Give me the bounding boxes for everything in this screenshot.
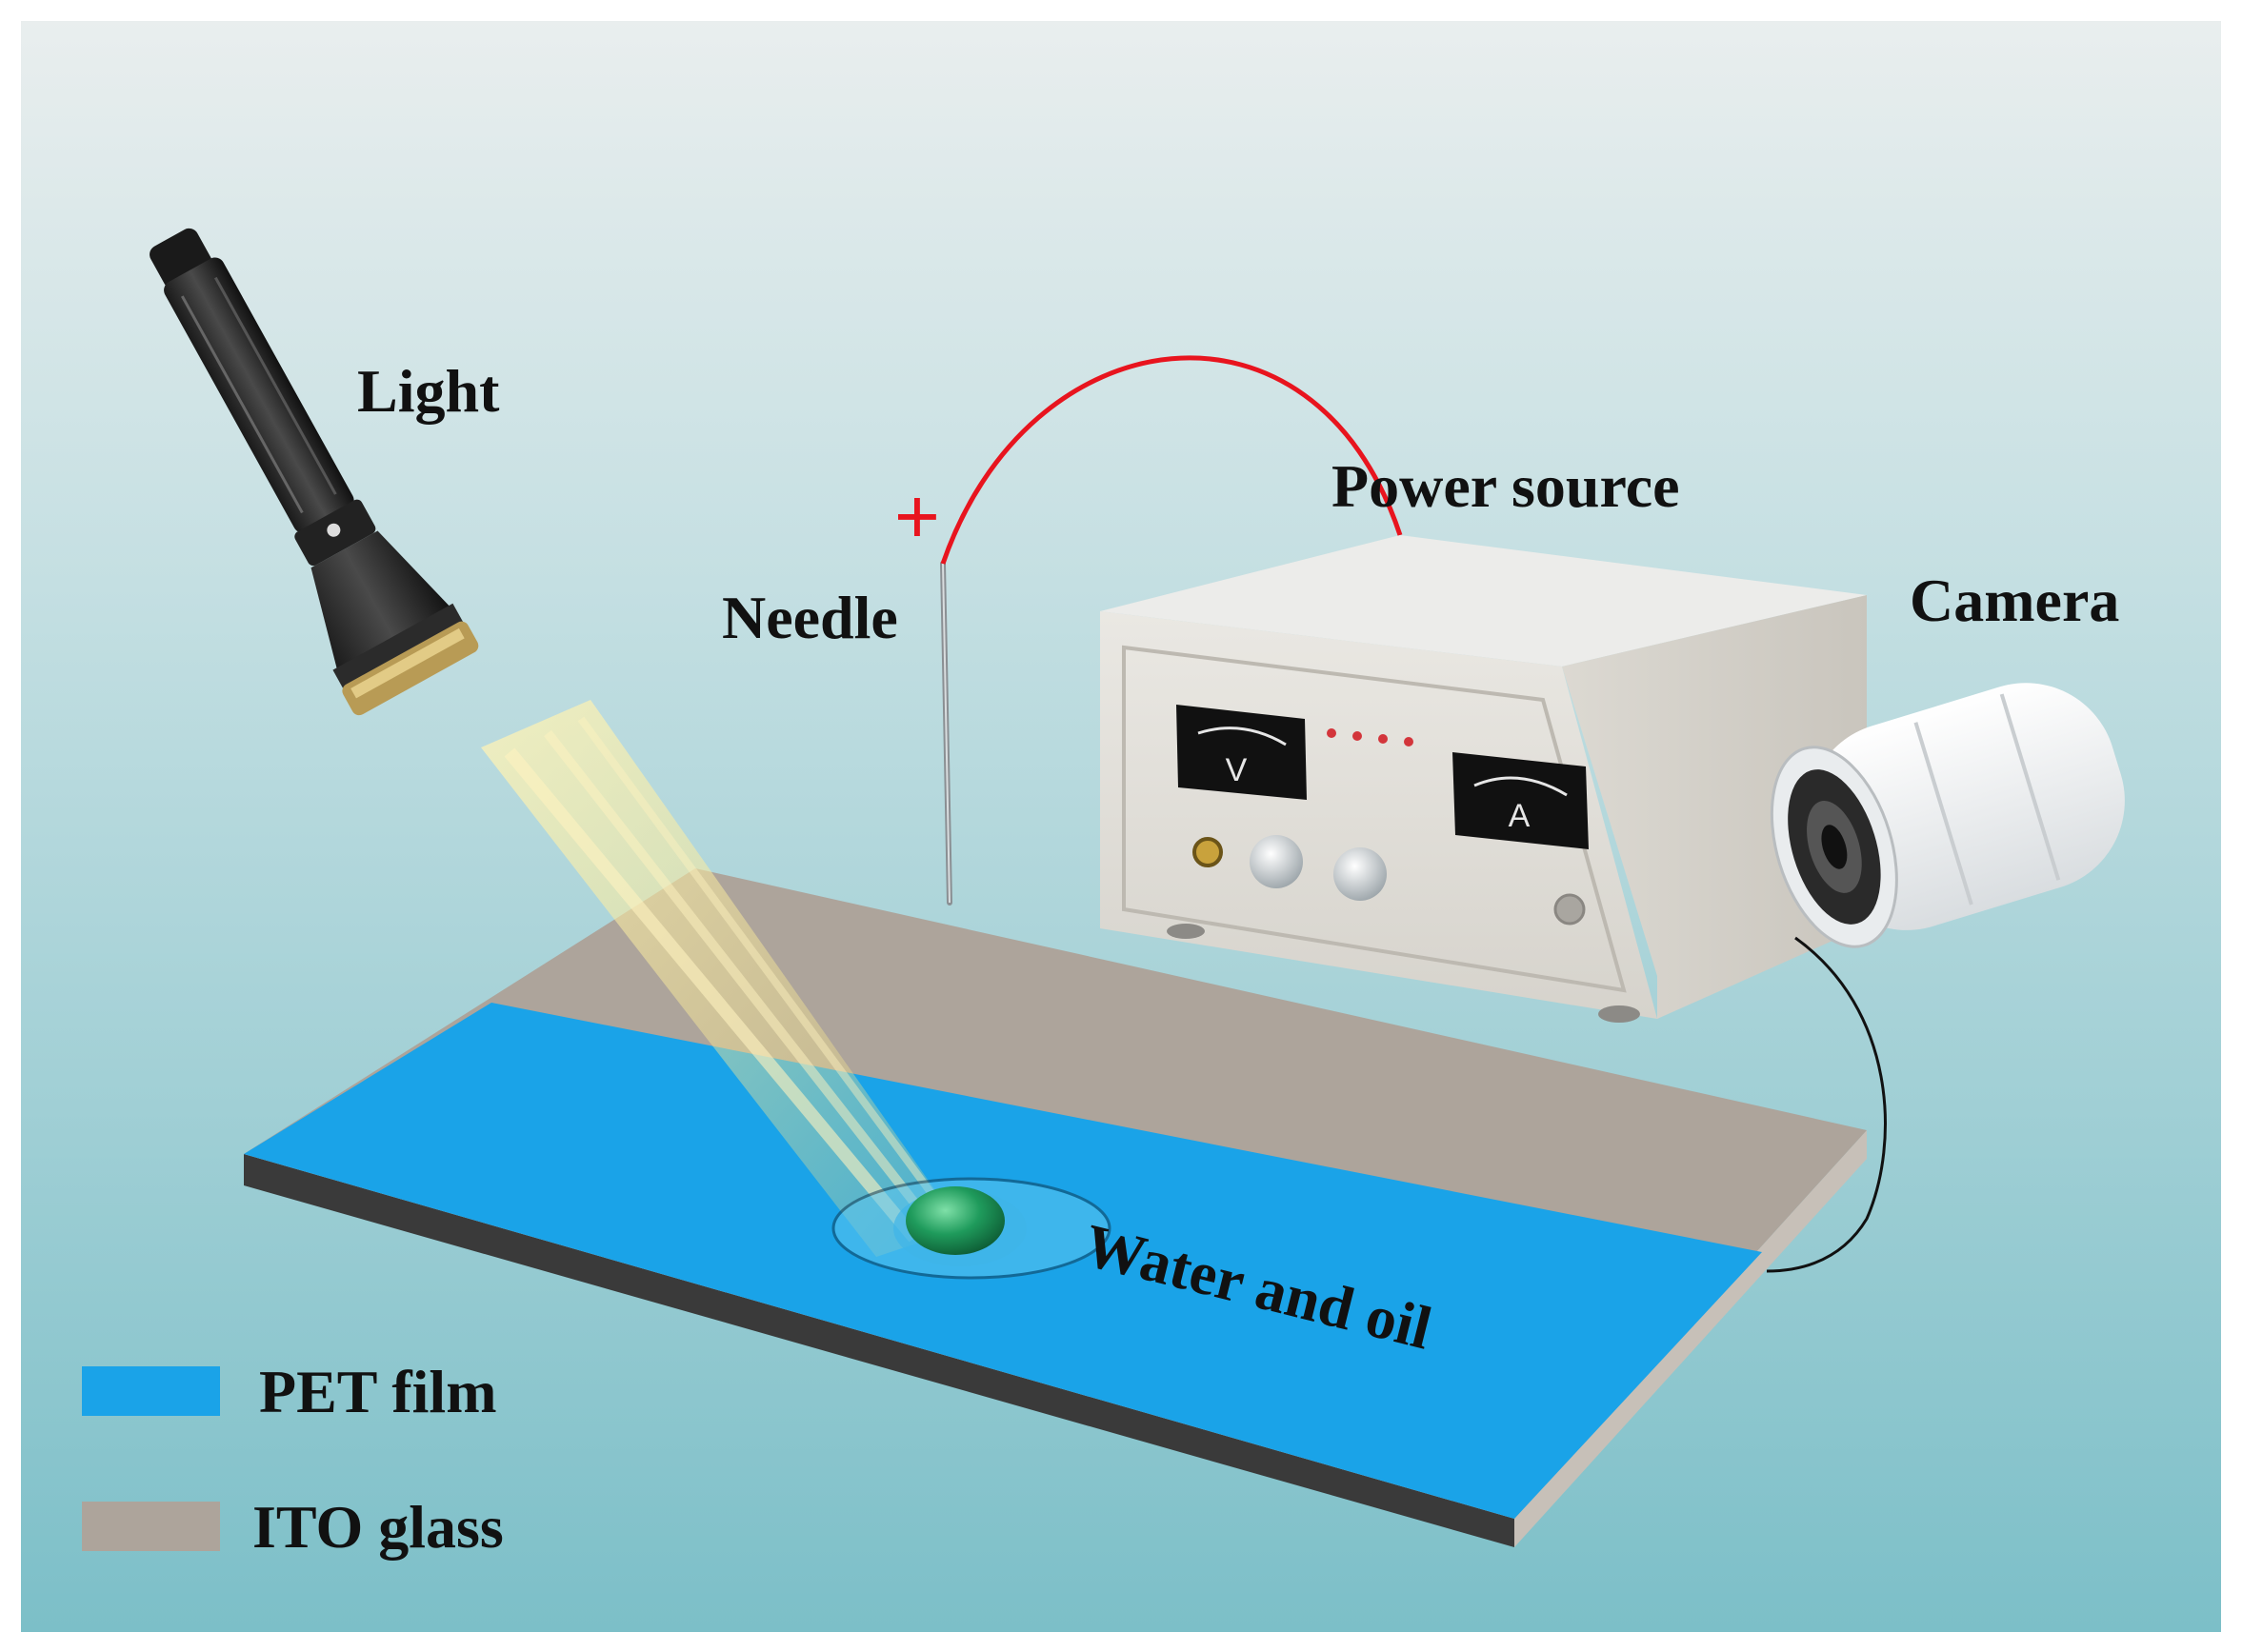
camera-cable	[1766, 936, 1887, 1273]
substrate-right-edge	[1514, 1130, 1867, 1547]
legend-label-pet-film: PET film	[259, 1358, 497, 1425]
green-droplet	[906, 1186, 1005, 1255]
red-wire	[940, 355, 1403, 565]
voltage-knob	[1250, 835, 1303, 888]
water-oil-droplet	[831, 1177, 1111, 1280]
power-button	[1553, 893, 1586, 926]
voltmeter-symbol: V	[1226, 752, 1248, 788]
legend-swatch-pet-film	[82, 1366, 220, 1416]
light-beam	[481, 700, 962, 1257]
current-knob	[1333, 847, 1387, 901]
box-right-side	[1562, 595, 1867, 1019]
label-needle: Needle	[722, 584, 898, 651]
output-jack	[1192, 837, 1223, 867]
label-camera: Camera	[1910, 567, 2119, 634]
voltmeter: V	[1176, 705, 1307, 800]
label-light: Light	[357, 357, 500, 425]
legend-item-ito-glass: ITO glass	[82, 1493, 504, 1561]
camera	[1766, 683, 2125, 1273]
power-source-box: V A	[1100, 535, 1867, 1023]
legend-label-ito-glass: ITO glass	[252, 1493, 504, 1561]
plus-sign: +	[894, 473, 940, 560]
substrate-front-edge	[244, 1154, 1514, 1547]
box-top	[1100, 535, 1867, 667]
legend: PET film ITO glass	[82, 1358, 504, 1561]
ammeter-symbol: A	[1509, 798, 1531, 834]
label-power-source: Power source	[1331, 452, 1680, 520]
legend-item-pet-film: PET film	[82, 1358, 497, 1425]
ammeter: A	[1452, 752, 1589, 849]
legend-swatch-ito-glass	[82, 1502, 220, 1551]
flashlight	[150, 228, 479, 716]
indicator-lights	[1327, 728, 1413, 746]
needle-assembly	[940, 355, 1403, 906]
